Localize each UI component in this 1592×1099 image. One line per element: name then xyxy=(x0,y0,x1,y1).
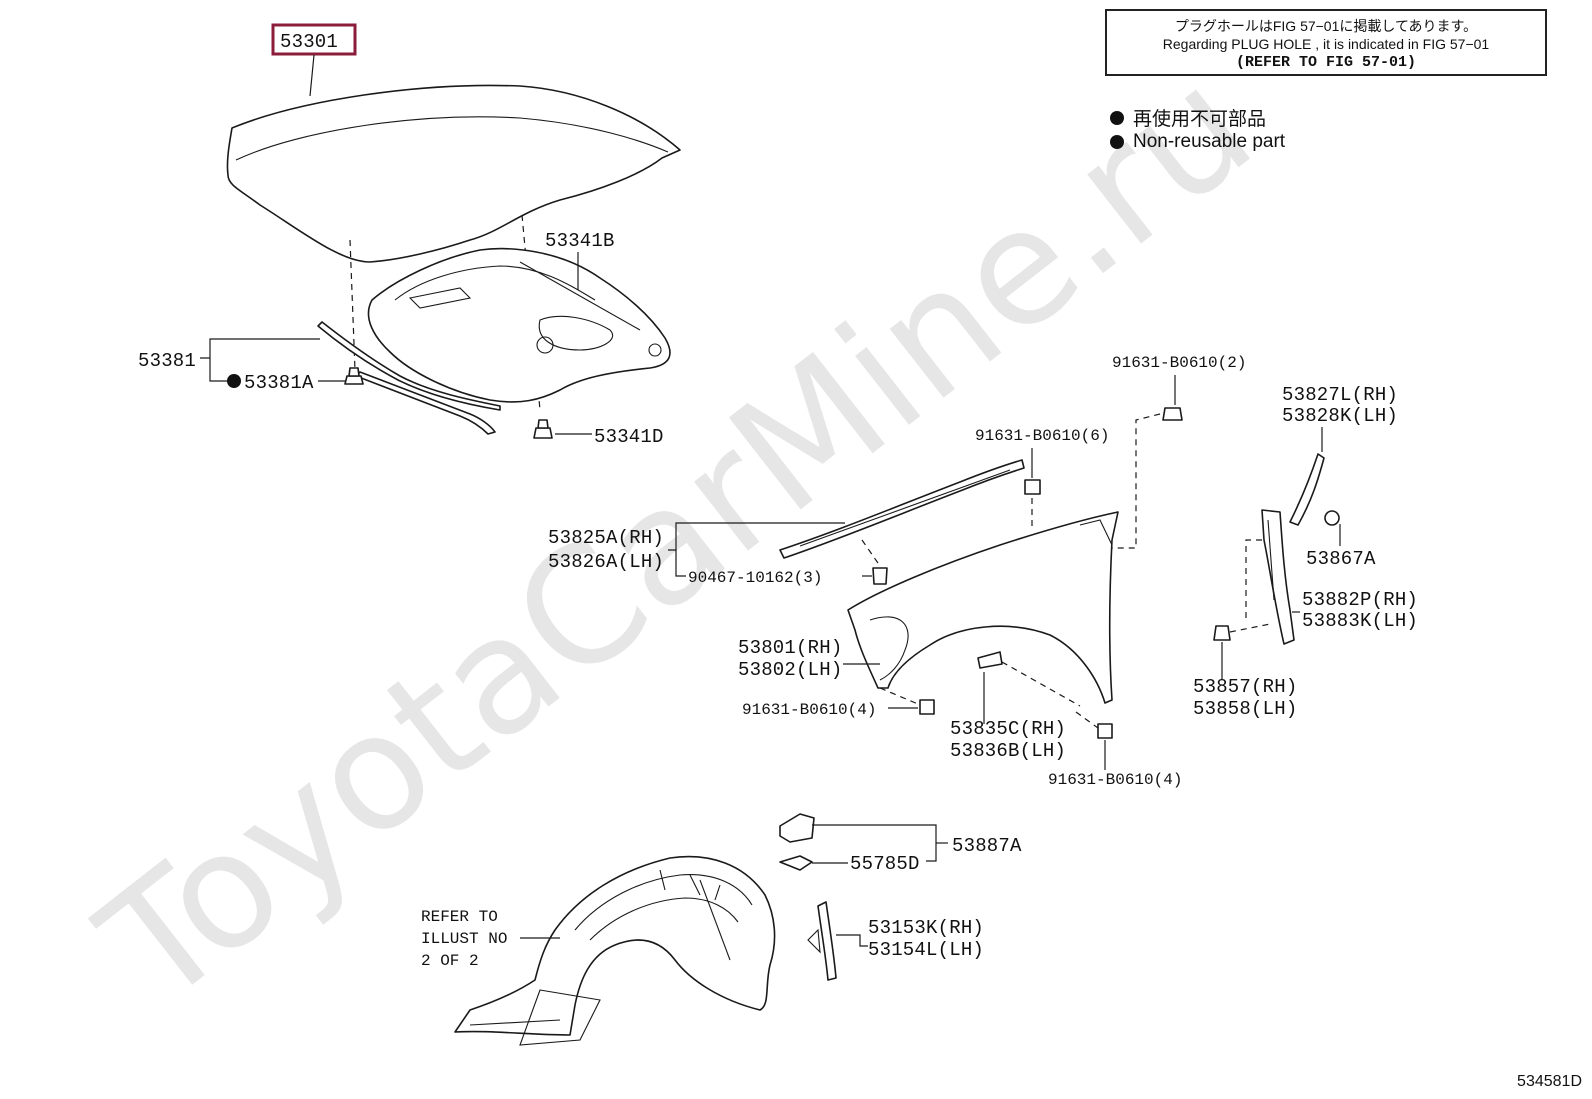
label-53802[interactable]: 53802(LH) xyxy=(738,659,842,681)
clip-53867A-icon xyxy=(1324,510,1340,526)
non-reusable-dot-icon xyxy=(1110,135,1124,149)
label-53882P[interactable]: 53882P(RH) xyxy=(1302,589,1418,611)
clip-55785D-icon xyxy=(779,855,813,871)
bolt-icon xyxy=(1024,479,1041,495)
clip-53857-icon xyxy=(1213,625,1231,641)
label-53801[interactable]: 53801(RH) xyxy=(738,637,842,659)
label-53836B[interactable]: 53836B(LH) xyxy=(950,740,1066,762)
callout-box-53301 xyxy=(271,23,357,56)
fender-bracket-53835C xyxy=(977,651,1003,669)
fender-seal-53827L xyxy=(1289,453,1325,526)
label-53883K[interactable]: 53883K(LH) xyxy=(1302,610,1418,632)
note-japanese-text: プラグホールはFIG 57−01に掲載してあります。 xyxy=(1174,18,1478,34)
hood-seal-strip xyxy=(317,321,501,411)
label-53828K[interactable]: 53828K(LH) xyxy=(1282,405,1398,427)
label-53341D[interactable]: 53341D xyxy=(594,426,664,448)
clip-icon xyxy=(872,567,888,585)
fender-liner xyxy=(454,855,776,1046)
label-53835C[interactable]: 53835C(RH) xyxy=(950,718,1066,740)
non-reusable-dot-icon xyxy=(1110,110,1124,125)
legend-item-en: Non-reusable part xyxy=(1110,131,1285,153)
legend-text-jp: 再使用不可部品 xyxy=(1133,109,1267,130)
label-53154L[interactable]: 53154L(LH) xyxy=(868,939,984,961)
figure-id: 534581D xyxy=(1517,1073,1582,1090)
label-53381A[interactable]: 53381A xyxy=(244,372,314,394)
label-53867A[interactable]: 53867A xyxy=(1306,548,1376,570)
label-53153K[interactable]: 53153K(RH) xyxy=(868,917,984,939)
bolt-icon xyxy=(919,699,935,715)
note-reference-text: (REFER TO FIG 57-01) xyxy=(1235,54,1417,71)
note-english-text: Regarding PLUG HOLE , it is indicated in… xyxy=(1162,36,1490,52)
clip-53381A-icon xyxy=(344,367,364,385)
hood-panel xyxy=(226,84,681,263)
label-91631-B0610-2[interactable]: 91631-B0610(2) xyxy=(1112,354,1246,372)
mud-guard-53153K xyxy=(807,901,837,981)
label-90467-10162[interactable]: 90467-10162(3) xyxy=(688,569,822,587)
legend-text-en: Non-reusable part xyxy=(1133,131,1286,152)
front-fender xyxy=(847,511,1119,704)
label-53381[interactable]: 53381 xyxy=(138,350,196,372)
label-53857[interactable]: 53857(RH) xyxy=(1193,676,1297,698)
bolt-icon xyxy=(1097,723,1113,739)
label-91631-B0610-4b[interactable]: 91631-B0610(4) xyxy=(1048,771,1182,789)
note-box: プラグホールはFIG 57−01に掲載してあります。 Regarding PLU… xyxy=(1105,9,1547,76)
legend-item-jp: 再使用不可部品 xyxy=(1110,104,1266,131)
refer-text-line1: REFER TO xyxy=(421,908,498,926)
clip-53341D-icon xyxy=(533,419,553,439)
label-53827L[interactable]: 53827L(RH) xyxy=(1282,384,1398,406)
label-53301[interactable]: 53301 xyxy=(280,31,338,53)
refer-text-line2: ILLUST NO xyxy=(421,930,507,948)
label-53825A[interactable]: 53825A(RH) xyxy=(548,527,664,549)
label-53341B[interactable]: 53341B xyxy=(545,230,615,252)
refer-text-line3: 2 OF 2 xyxy=(421,952,479,970)
label-55785D[interactable]: 55785D xyxy=(850,853,920,875)
hood-insulator xyxy=(367,247,671,403)
label-53858[interactable]: 53858(LH) xyxy=(1193,698,1297,720)
label-53826A[interactable]: 53826A(LH) xyxy=(548,551,664,573)
label-91631-B0610-6[interactable]: 91631-B0610(6) xyxy=(975,427,1109,445)
cover-53887A-piece xyxy=(779,813,815,843)
fender-bracket-53882P xyxy=(1261,509,1295,645)
label-91631-B0610-4a[interactable]: 91631-B0610(4) xyxy=(742,701,876,719)
bolt-icon xyxy=(1162,407,1183,421)
label-53887A[interactable]: 53887A xyxy=(952,835,1022,857)
non-reusable-dot-icon xyxy=(227,374,241,388)
